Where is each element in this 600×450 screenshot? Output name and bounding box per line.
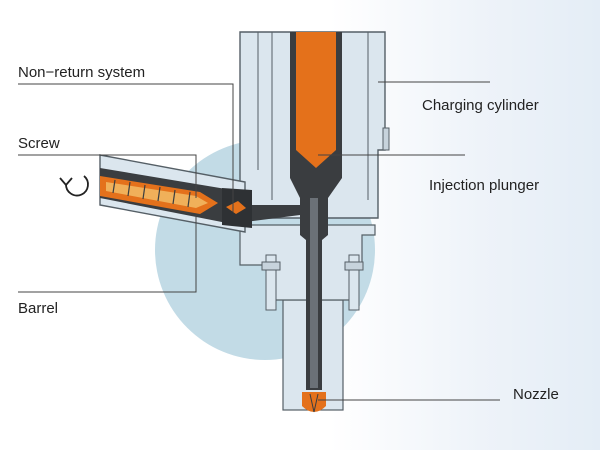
right-bolt [348,254,360,311]
housing-port [382,127,390,151]
rotation-arrow-icon [59,175,89,197]
leader-non-return-system [18,83,234,212]
left-bolt-nut [261,261,281,271]
injection-plunger-rod [310,198,318,388]
screw-flights [112,179,191,208]
label-nozzle: Nozzle [513,386,559,403]
charging-cylinder-melt [296,32,336,168]
non-return-valve-melt [226,201,246,214]
right-bolt-nut [344,261,364,271]
label-screw: Screw [18,135,60,152]
leader-barrel [18,215,197,293]
leader-screw [18,154,197,198]
screw-core [106,182,208,208]
label-barrel: Barrel [18,300,59,317]
nozzle-tip-line-left [309,393,315,413]
left-bolt [265,254,277,311]
label-non-return-system: Non−return system [18,64,146,81]
nozzle-tip-line-right [313,393,319,413]
label-injection-plunger: Injection plunger [429,177,540,194]
nozzle-tip [302,392,326,412]
label-charging-cylinder: Charging cylinder [422,97,539,114]
feed-channel [245,205,300,222]
leader-lines [18,81,500,401]
